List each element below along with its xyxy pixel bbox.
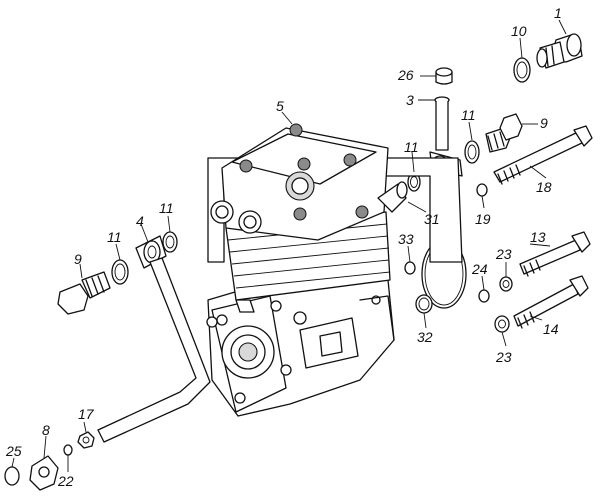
callout-part-9-lower: 9 [74, 251, 82, 267]
callout-part-13: 13 [530, 229, 546, 245]
callout-part-23-upper: 23 [496, 246, 512, 262]
part-18-long-bolt [493, 125, 593, 185]
part-26-cap [435, 67, 453, 85]
compressor-assembly [206, 123, 463, 417]
callout-part-33: 33 [398, 231, 414, 247]
callout-part-5: 5 [276, 98, 284, 114]
callout-part-22: 22 [58, 473, 74, 489]
part-32-washer [415, 294, 433, 314]
part-4-tube [97, 235, 211, 443]
callout-part-25: 25 [6, 443, 22, 459]
part-11-washer-middle [407, 172, 421, 192]
callout-part-19: 19 [475, 211, 491, 227]
callout-part-11-left-a: 11 [159, 200, 174, 216]
leader-lines [11, 19, 567, 472]
callout-part-11-middle: 11 [404, 139, 419, 155]
part-10-washer [513, 57, 531, 83]
callout-part-11-upper: 11 [461, 107, 476, 123]
part-8-flange [29, 455, 59, 491]
callout-part-4: 4 [136, 213, 144, 229]
callout-part-24: 24 [472, 261, 488, 277]
callout-part-31: 31 [424, 211, 440, 227]
part-23-washer-upper [499, 276, 513, 292]
part-24-washer [478, 289, 490, 303]
callout-part-18: 18 [536, 179, 552, 195]
part-23-washer-lower [494, 315, 510, 333]
callout-part-26: 26 [398, 67, 414, 83]
callout-part-32: 32 [417, 329, 433, 345]
callout-part-1: 1 [554, 5, 562, 21]
callout-part-3: 3 [406, 92, 414, 108]
callout-part-17: 17 [78, 406, 94, 422]
part-25-o-ring [4, 466, 20, 486]
part-22-washer [63, 444, 73, 456]
part-9-banjo-bolt-upper [485, 113, 523, 153]
callout-part-8: 8 [42, 422, 50, 438]
callout-part-23-lower: 23 [496, 349, 512, 365]
part-13-bolt [519, 231, 591, 277]
callout-part-11-left-b: 11 [107, 229, 122, 245]
part-14-bolt [513, 275, 589, 329]
part-17-nut [77, 431, 95, 449]
callout-part-9-upper: 9 [540, 115, 548, 131]
part-19-washer [476, 183, 488, 197]
part-33-washer [404, 261, 416, 275]
part-9-banjo-bolt-lower [57, 271, 111, 315]
part-11-washer-left-b [111, 259, 129, 285]
part-11-washer-upper [464, 140, 480, 164]
part-1-fitting [536, 33, 583, 69]
callout-part-14: 14 [543, 321, 559, 337]
part-11-washer-left-a [162, 231, 178, 253]
callout-part-10: 10 [511, 23, 527, 39]
